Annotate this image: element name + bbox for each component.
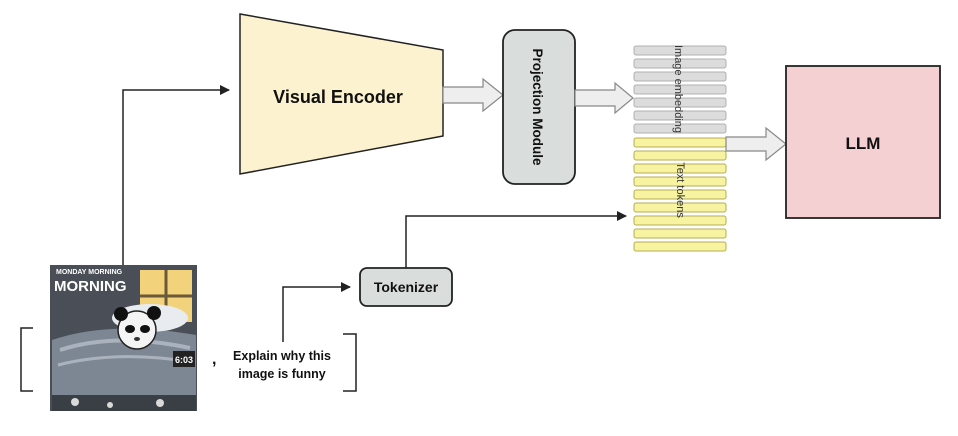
encoder-to-projection-arrow [442, 77, 504, 113]
visual-encoder-label: Visual Encoder [273, 87, 403, 107]
right-bracket [343, 333, 357, 392]
text-tokens-label: Text tokens [674, 162, 686, 218]
text-token [633, 228, 727, 239]
left-bracket [20, 327, 33, 392]
prompt-line-2: image is funny [238, 367, 326, 381]
projection-module-label: Projection Module [530, 48, 545, 165]
projection-to-embedding-arrow [574, 81, 634, 115]
text-token [633, 189, 727, 200]
image-to-encoder-arrow [122, 85, 230, 265]
text-token [633, 176, 727, 187]
text-token [633, 215, 727, 226]
tokens-to-llm-arrow [725, 126, 787, 162]
text-token [633, 137, 727, 148]
projection-module-box [502, 29, 576, 185]
embedding-token [633, 58, 727, 69]
text-token [633, 163, 727, 174]
panda-figure [114, 306, 161, 350]
embedding-token [633, 110, 727, 121]
tokenizer-label: Tokenizer [374, 279, 439, 295]
embedding-token [633, 123, 727, 134]
tokenizer-box [359, 267, 453, 307]
text-token [633, 202, 727, 213]
embedding-token [633, 45, 727, 56]
prompt-to-tokenizer-arrow [282, 282, 351, 342]
input-image: 6:03 MONDAY MORNING MORNING [50, 265, 197, 411]
llm-box [785, 65, 941, 219]
photo-title-large: MORNING [54, 278, 127, 295]
embedding-token [633, 71, 727, 82]
photo-title-small: MONDAY MORNING [56, 269, 123, 276]
clock-time: 6:03 [175, 355, 193, 365]
prompt-line-1: Explain why this [233, 349, 331, 363]
separator-comma: , [212, 351, 216, 368]
image-embedding-label: Image embedding [672, 45, 684, 133]
image-embedding-stack [633, 45, 727, 134]
embedding-token [633, 97, 727, 108]
visual-encoder-box [239, 13, 444, 175]
embedding-token [633, 84, 727, 95]
text-token-stack [633, 137, 727, 252]
text-token [633, 150, 727, 161]
alarm-clock [173, 351, 195, 367]
llm-label: LLM [846, 134, 881, 153]
text-token [633, 241, 727, 252]
tokenizer-to-tokens-arrow [405, 211, 627, 268]
